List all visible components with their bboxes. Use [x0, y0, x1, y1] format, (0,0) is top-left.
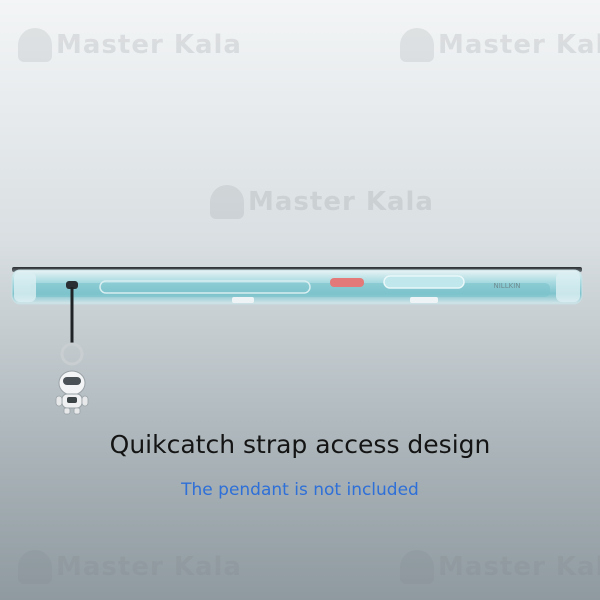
watermark: Master Kala: [400, 28, 600, 62]
power-button: [330, 278, 364, 287]
watermark-logo-icon: [210, 185, 244, 219]
phone-case: NILLKIN: [11, 267, 583, 305]
watermark-text: Master Kala: [248, 187, 434, 217]
watermark: Master Kala: [18, 550, 242, 584]
watermark: Master Kala: [210, 185, 434, 219]
watermark-logo-icon: [18, 550, 52, 584]
watermark-text: Master Kala: [56, 552, 242, 582]
watermark-text: Master Kala: [438, 30, 600, 60]
watermark-text: Master Kala: [438, 552, 600, 582]
watermark: Master Kala: [400, 550, 600, 584]
case-brand-text: NILLKIN: [494, 282, 521, 290]
watermark: Master Kala: [18, 28, 242, 62]
astronaut-pendant-icon: [55, 370, 89, 415]
strap: [60, 287, 84, 366]
watermark-logo-icon: [400, 550, 434, 584]
watermark-logo-icon: [400, 28, 434, 62]
watermark-text: Master Kala: [56, 30, 242, 60]
headline: Quikcatch strap access design: [109, 430, 491, 459]
pendant-note: The pendant is not included: [181, 480, 419, 500]
strap-hole: [66, 281, 78, 289]
watermark-logo-icon: [18, 28, 52, 62]
